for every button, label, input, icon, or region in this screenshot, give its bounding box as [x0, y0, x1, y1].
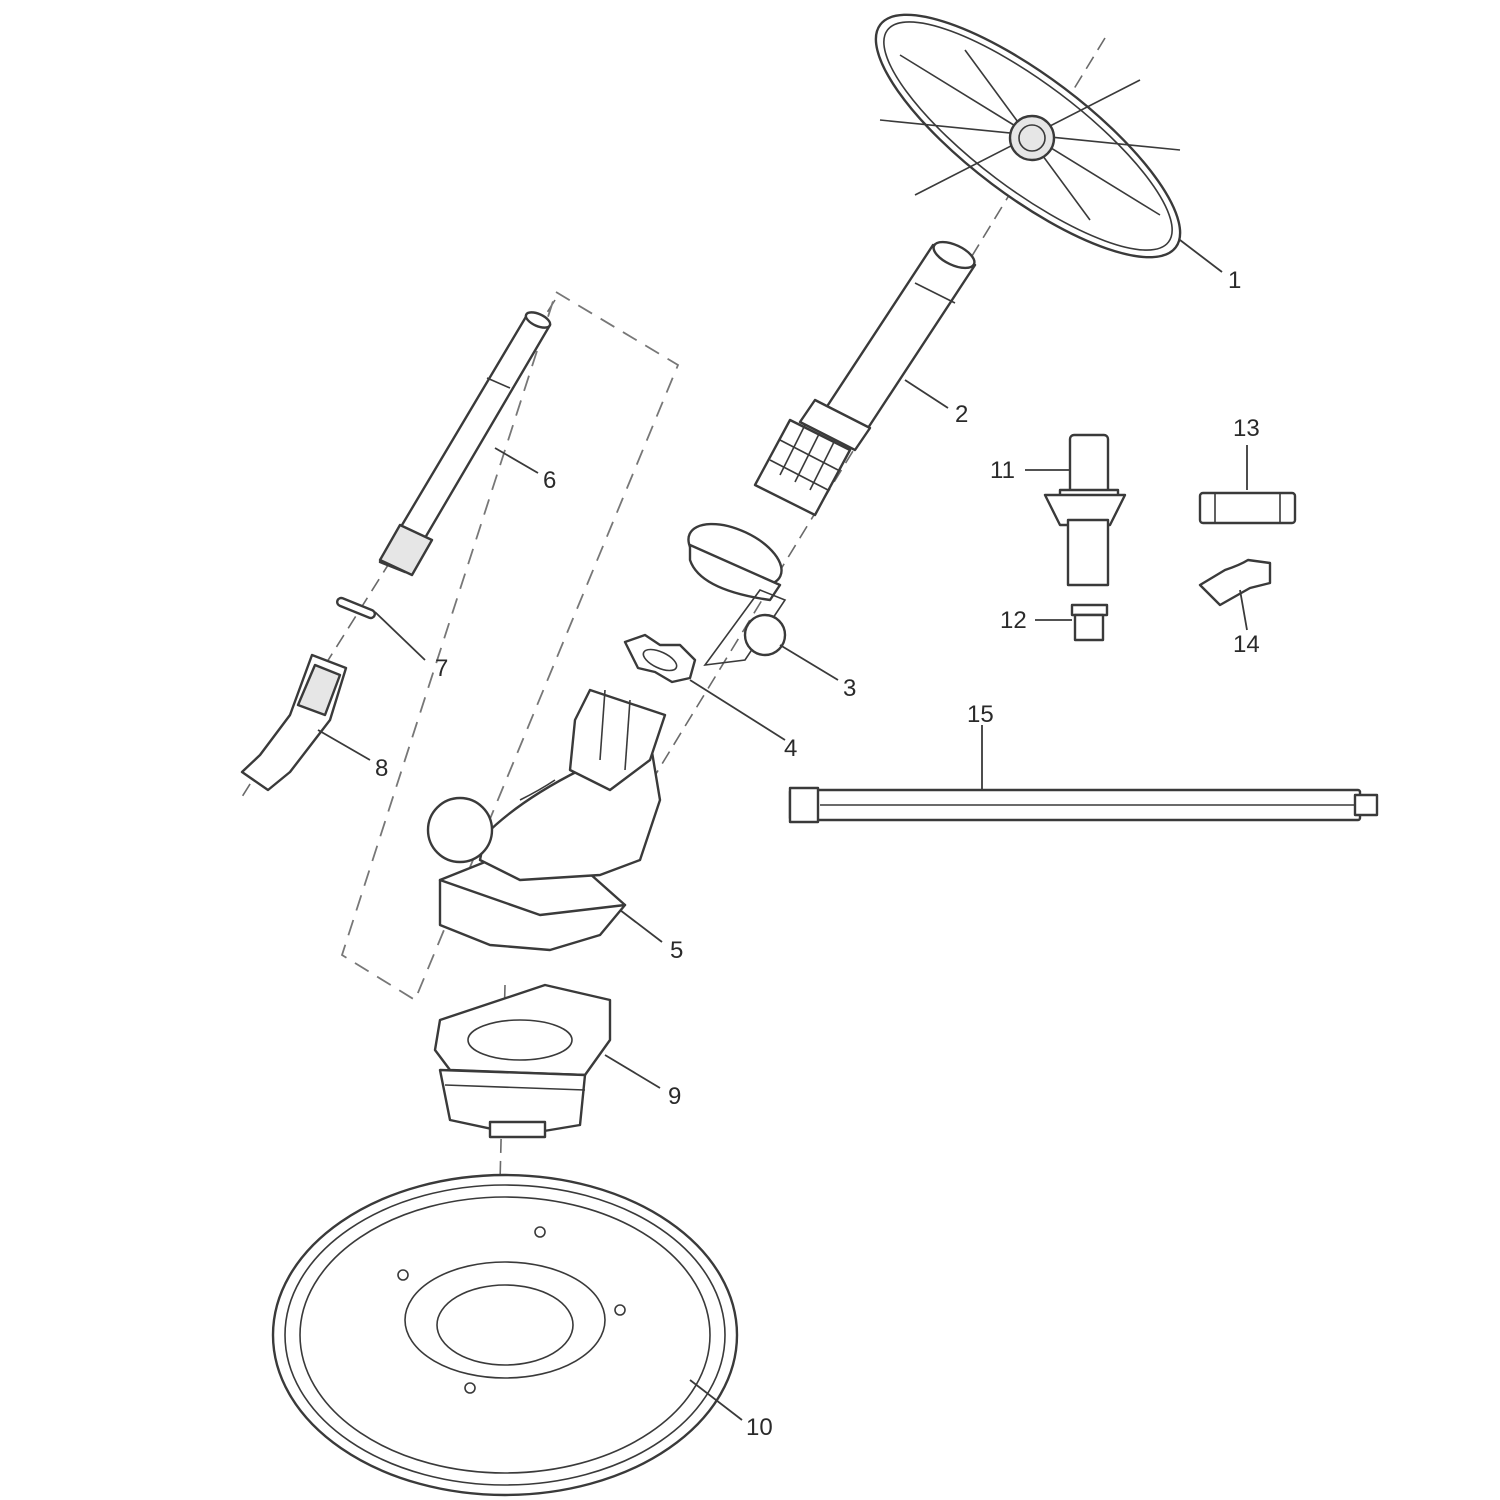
callout-13: 13 — [1233, 415, 1260, 442]
part-7-pin — [335, 596, 377, 620]
leader-4 — [689, 679, 786, 741]
part-6-tube — [378, 311, 552, 577]
leader-1 — [1179, 239, 1223, 273]
callout-4: 4 — [784, 735, 797, 762]
callout-15: 15 — [967, 701, 994, 728]
part-8-handle — [240, 653, 348, 792]
part-2-pipe — [753, 240, 977, 517]
leader-5 — [619, 909, 663, 943]
callout-5: 5 — [670, 937, 683, 964]
leader-6 — [494, 447, 539, 474]
part-5-body — [426, 688, 667, 952]
part-10-disc — [271, 1173, 739, 1497]
leader-3 — [779, 644, 839, 681]
part-14-elbow — [1198, 558, 1272, 607]
part-9-foot — [433, 983, 612, 1139]
leader-9 — [604, 1054, 661, 1089]
leader-14 — [1239, 589, 1248, 631]
callout-10: 10 — [746, 1414, 773, 1441]
callout-6: 6 — [543, 467, 556, 494]
part-3-collar — [687, 522, 787, 667]
callout-8: 8 — [375, 755, 388, 782]
callout-11: 11 — [990, 457, 1015, 484]
callout-9: 9 — [668, 1083, 681, 1110]
kit-outline — [340, 290, 680, 1002]
leader-2 — [904, 379, 949, 409]
leader-8 — [317, 729, 371, 761]
part-15-long-hose — [788, 786, 1379, 824]
callout-14: 14 — [1233, 631, 1260, 658]
callout-12: 12 — [1000, 607, 1027, 634]
leader-10 — [689, 1379, 743, 1421]
part-13-short-hose — [1198, 491, 1297, 525]
leader-7 — [374, 611, 426, 661]
part-4-gear — [623, 633, 697, 684]
part-11-valve — [1043, 433, 1127, 587]
part-1-disc — [874, 13, 1182, 259]
callout-7: 7 — [435, 655, 448, 682]
callout-1: 1 — [1228, 267, 1241, 294]
callout-3: 3 — [843, 675, 856, 702]
callout-2: 2 — [955, 401, 968, 428]
part-12-fitting — [1070, 603, 1109, 642]
